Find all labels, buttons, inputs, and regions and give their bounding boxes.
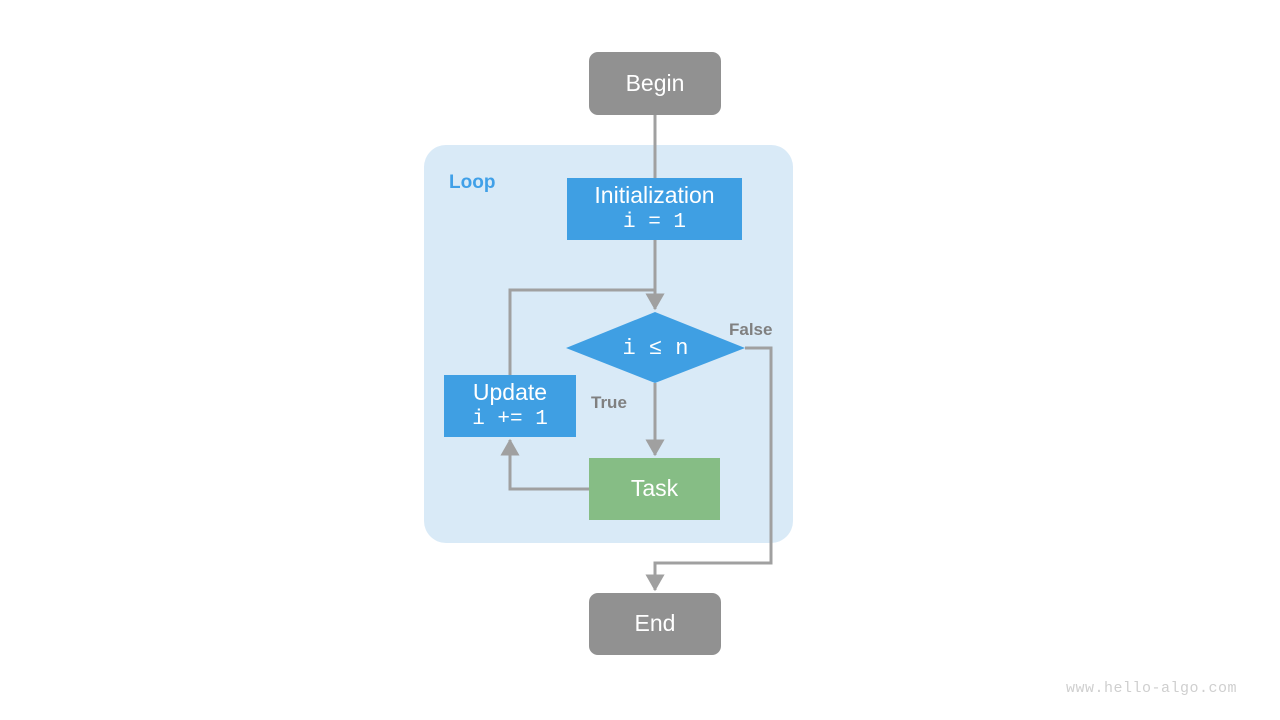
- edge-task-to-update: [500, 438, 589, 491]
- edge-label-false: False: [729, 320, 773, 339]
- node-initialization-sublabel: i = 1: [622, 211, 686, 235]
- node-initialization[interactable]: Initialization i = 1: [567, 178, 742, 240]
- node-begin[interactable]: Begin: [589, 52, 721, 115]
- edge-condition-to-end: [645, 346, 773, 592]
- node-condition-label: i ≤ n: [622, 335, 689, 361]
- node-end-label: End: [634, 610, 676, 637]
- node-initialization-label: Initialization: [594, 182, 715, 209]
- edge-label-true: True: [591, 393, 627, 412]
- node-update-label: Update: [472, 379, 548, 406]
- watermark-text: www.hello-algo.com: [1066, 680, 1238, 697]
- node-update-sublabel: i += 1: [472, 408, 548, 432]
- node-begin-label: Begin: [625, 69, 685, 96]
- loop-group-label: Loop: [449, 172, 496, 193]
- edge-update-to-condition: [508, 288, 655, 375]
- node-end[interactable]: End: [589, 593, 721, 655]
- node-update[interactable]: Update i += 1: [444, 375, 576, 437]
- node-task[interactable]: Task: [589, 458, 720, 520]
- node-task-label: Task: [630, 475, 679, 502]
